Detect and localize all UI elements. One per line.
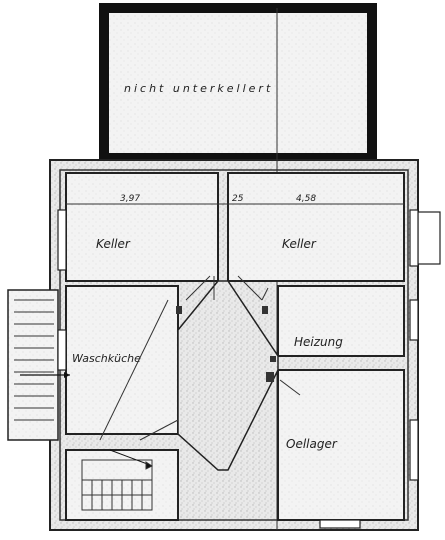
label-keller-right: Keller: [282, 237, 317, 251]
room-keller-left: [65, 172, 219, 282]
label-keller-left: Keller: [96, 237, 131, 251]
dimension-line: 3,97 25 4,58: [66, 194, 404, 205]
label-heizung: Heizung: [294, 335, 343, 349]
label-oellager: Oellager: [286, 437, 338, 451]
windows: [57, 209, 441, 529]
dim-wall: 25: [232, 194, 244, 204]
room-heizung: [277, 285, 405, 357]
hallway: [177, 280, 279, 471]
left-stair: [7, 289, 70, 441]
room-keller-right: [227, 172, 405, 282]
dim-left-width: 3,97: [120, 194, 140, 204]
inner-stair: [81, 449, 153, 511]
door-swings: [99, 275, 301, 441]
label-unexcavated: nicht unterkellert: [124, 82, 273, 95]
unexcavated-area: [99, 3, 377, 163]
room-oellager: [277, 369, 405, 521]
pillars: [176, 306, 276, 382]
dim-right-width: 4,58: [296, 194, 316, 204]
label-waschkueche: Waschküche: [72, 352, 141, 365]
